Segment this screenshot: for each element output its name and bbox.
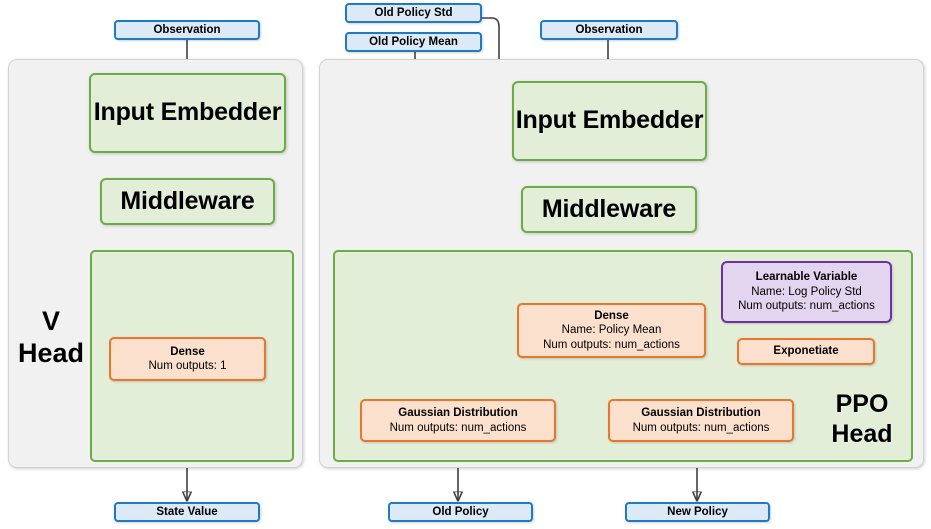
observation-input-v[interactable]: Observation [114,20,260,40]
new-policy-output[interactable]: New Policy [625,502,770,522]
state-value-output-label: State Value [156,505,218,518]
observation-input-ppo-label: Observation [575,23,643,36]
v-head-caption-line1: V [41,306,60,336]
ppo-head-caption-line2: Head [831,419,893,448]
old-policy-std-input-label: Old Policy Std [374,6,453,19]
exponetiate[interactable]: Exponetiate [737,338,875,365]
old-policy-mean-input[interactable]: Old Policy Mean [345,32,482,52]
learnable-variable-num-outputs: Num outputs: num_actions [738,300,875,313]
gaussian-distribution-new-title: Gaussian Distribution [641,407,761,420]
state-value-output[interactable]: State Value [114,502,260,522]
v-head-caption: V Head [12,306,90,370]
dense-v[interactable]: Dense Num outputs: 1 [109,337,266,381]
old-policy-output-label: Old Policy [432,505,489,518]
old-policy-std-input[interactable]: Old Policy Std [345,3,482,23]
dense-policy-mean-title: Dense [594,309,629,322]
dense-policy-mean[interactable]: Dense Name: Policy Mean Num outputs: num… [517,303,706,358]
dense-v-title: Dense [170,345,205,358]
gaussian-distribution-old-num-outputs: Num outputs: num_actions [389,421,527,434]
old-policy-mean-input-label: Old Policy Mean [369,35,458,48]
middleware-ppo-label: Middleware [541,194,677,223]
ppo-head-caption-line1: PPO [835,390,889,418]
learnable-variable[interactable]: Learnable Variable Name: Log Policy Std … [721,261,892,323]
gaussian-distribution-old-title: Gaussian Distribution [398,407,518,420]
observation-input-ppo[interactable]: Observation [540,20,678,40]
middleware-ppo[interactable]: Middleware [521,186,697,233]
dense-v-num-outputs: Num outputs: 1 [148,360,227,372]
gaussian-distribution-new-num-outputs: Num outputs: num_actions [632,421,770,434]
exponetiate-title: Exponetiate [773,345,839,358]
input-embedder-v-label: Input Embedder [93,98,282,127]
dense-policy-mean-num-outputs: Num outputs: num_actions [543,338,680,351]
input-embedder-ppo[interactable]: Input Embedder [512,81,707,161]
learnable-variable-name: Name: Log Policy Std [751,285,862,298]
v-head-caption-line2: Head [17,337,85,368]
gaussian-distribution-old[interactable]: Gaussian Distribution Num outputs: num_a… [360,399,556,442]
middleware-v-label: Middleware [120,186,255,215]
old-policy-output[interactable]: Old Policy [388,502,533,522]
learnable-variable-title: Learnable Variable [755,271,858,284]
gaussian-distribution-new[interactable]: Gaussian Distribution Num outputs: num_a… [608,399,794,442]
middleware-v[interactable]: Middleware [100,178,275,225]
ppo-head-caption: PPO Head [820,390,904,449]
dense-policy-mean-name: Name: Policy Mean [561,324,662,337]
new-policy-output-label: New Policy [667,505,728,518]
input-embedder-ppo-label: Input Embedder [515,106,704,135]
input-embedder-v[interactable]: Input Embedder [89,73,286,153]
observation-input-v-label: Observation [153,23,221,36]
